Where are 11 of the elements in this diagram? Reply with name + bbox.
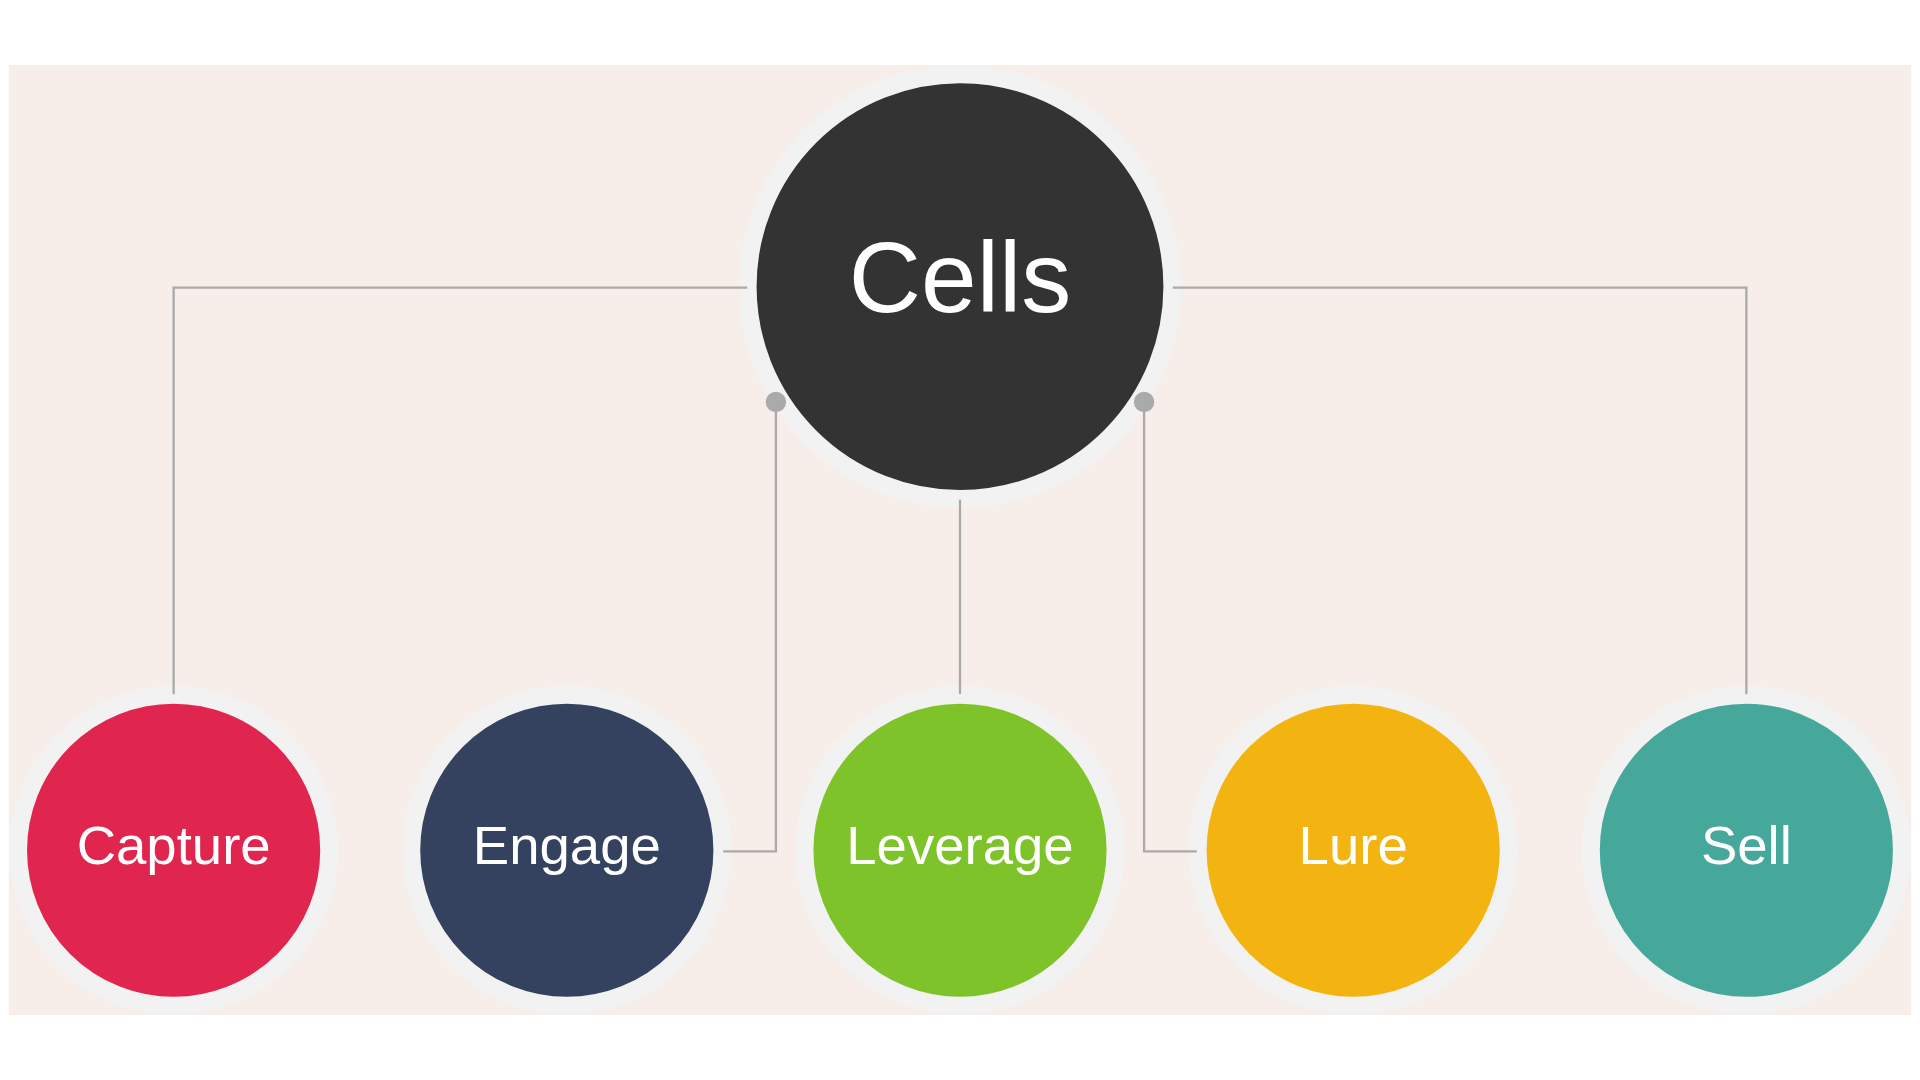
- connector: [1172, 286, 1748, 695]
- node-circle: Leverage: [795, 685, 1125, 1015]
- connector: [958, 499, 962, 694]
- connector: [1133, 391, 1197, 853]
- connector: [723, 391, 787, 853]
- connector: [172, 286, 748, 695]
- node-circle: Capture: [8, 685, 339, 1015]
- node-circle: Lure: [1188, 685, 1518, 1015]
- node-circle: Engage: [402, 685, 732, 1015]
- node-circle: Sell: [1581, 685, 1912, 1015]
- node-circle: Cells: [738, 65, 1182, 509]
